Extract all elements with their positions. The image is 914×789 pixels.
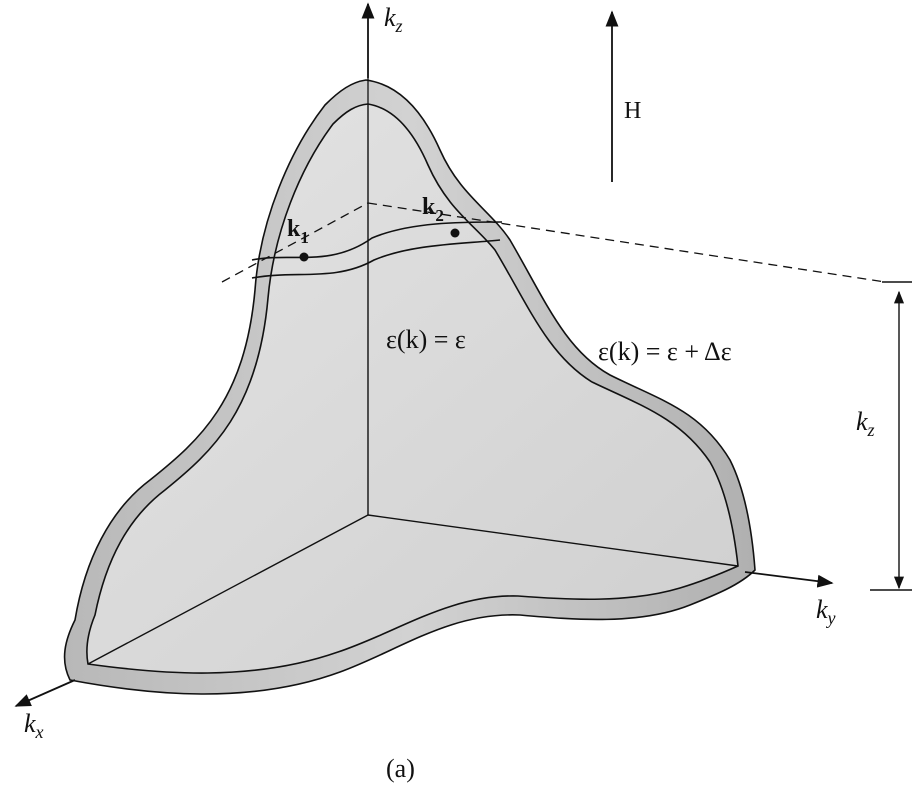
face-divider-x [87,514,369,665]
figure-caption: (a) [386,754,415,783]
ky-axis [744,571,834,588]
dashed-plane-right [367,202,886,283]
field-label: H [624,98,641,124]
orbit-band-inner [251,239,501,279]
kx-axis-label: kx [24,709,44,742]
kx-axis [14,679,76,707]
point-k1-marker [299,252,309,262]
face-divider-y [367,514,739,567]
kz-height-label: kz [856,407,875,440]
orbit-band-outer [251,221,503,261]
point-k1-label: k1 [287,216,309,247]
inner-surface-label: ε(k) = ε [386,325,466,354]
outer-surface-label: ε(k) = ε + Δε [598,337,732,366]
ky-axis-label: ky [816,595,836,628]
point-k2-label: k2 [422,194,444,225]
point-k2-marker [450,228,460,238]
dashed-plane-left [221,202,369,283]
inner-energy-surface [86,103,739,674]
kz-axis-label: kz [384,3,403,36]
